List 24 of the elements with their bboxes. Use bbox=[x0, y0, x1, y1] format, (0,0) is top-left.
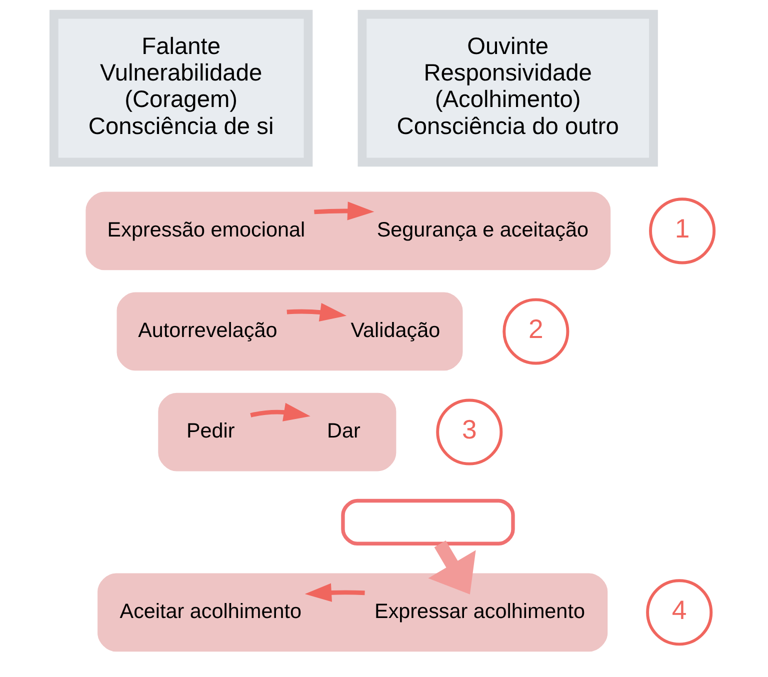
arrow bbox=[304, 583, 365, 602]
cluster bbox=[116, 292, 463, 371]
arrow bbox=[314, 202, 374, 220]
node-text: Segurança e aceitação bbox=[376, 218, 589, 242]
node-box: Falante Vulnerabilidade (Coragem) Consciência de si bbox=[49, 10, 313, 167]
node-text: Expressar acolhimento bbox=[374, 600, 585, 623]
node-text: Dar bbox=[327, 419, 360, 442]
node-circle: 3 bbox=[436, 398, 503, 466]
node-text: Expressão emocional bbox=[107, 218, 306, 242]
cluster bbox=[98, 573, 608, 652]
arrow bbox=[428, 540, 476, 594]
cluster bbox=[86, 192, 611, 270]
node-text: Validação bbox=[350, 318, 440, 342]
node-text: Autorrevelação bbox=[138, 318, 278, 342]
node-box bbox=[341, 498, 515, 546]
cluster bbox=[158, 392, 396, 472]
node-box: Ouvinte Responsividade (Acolhimento) Consciência do outro bbox=[358, 10, 658, 167]
arrow bbox=[250, 402, 310, 422]
node-circle: 2 bbox=[502, 298, 570, 365]
node-text: Aceitar acolhimento bbox=[120, 600, 302, 623]
node-text: Pedir bbox=[186, 419, 235, 442]
node-circle: 4 bbox=[646, 579, 713, 646]
node-circle: 1 bbox=[649, 198, 716, 264]
arrow bbox=[286, 302, 347, 322]
